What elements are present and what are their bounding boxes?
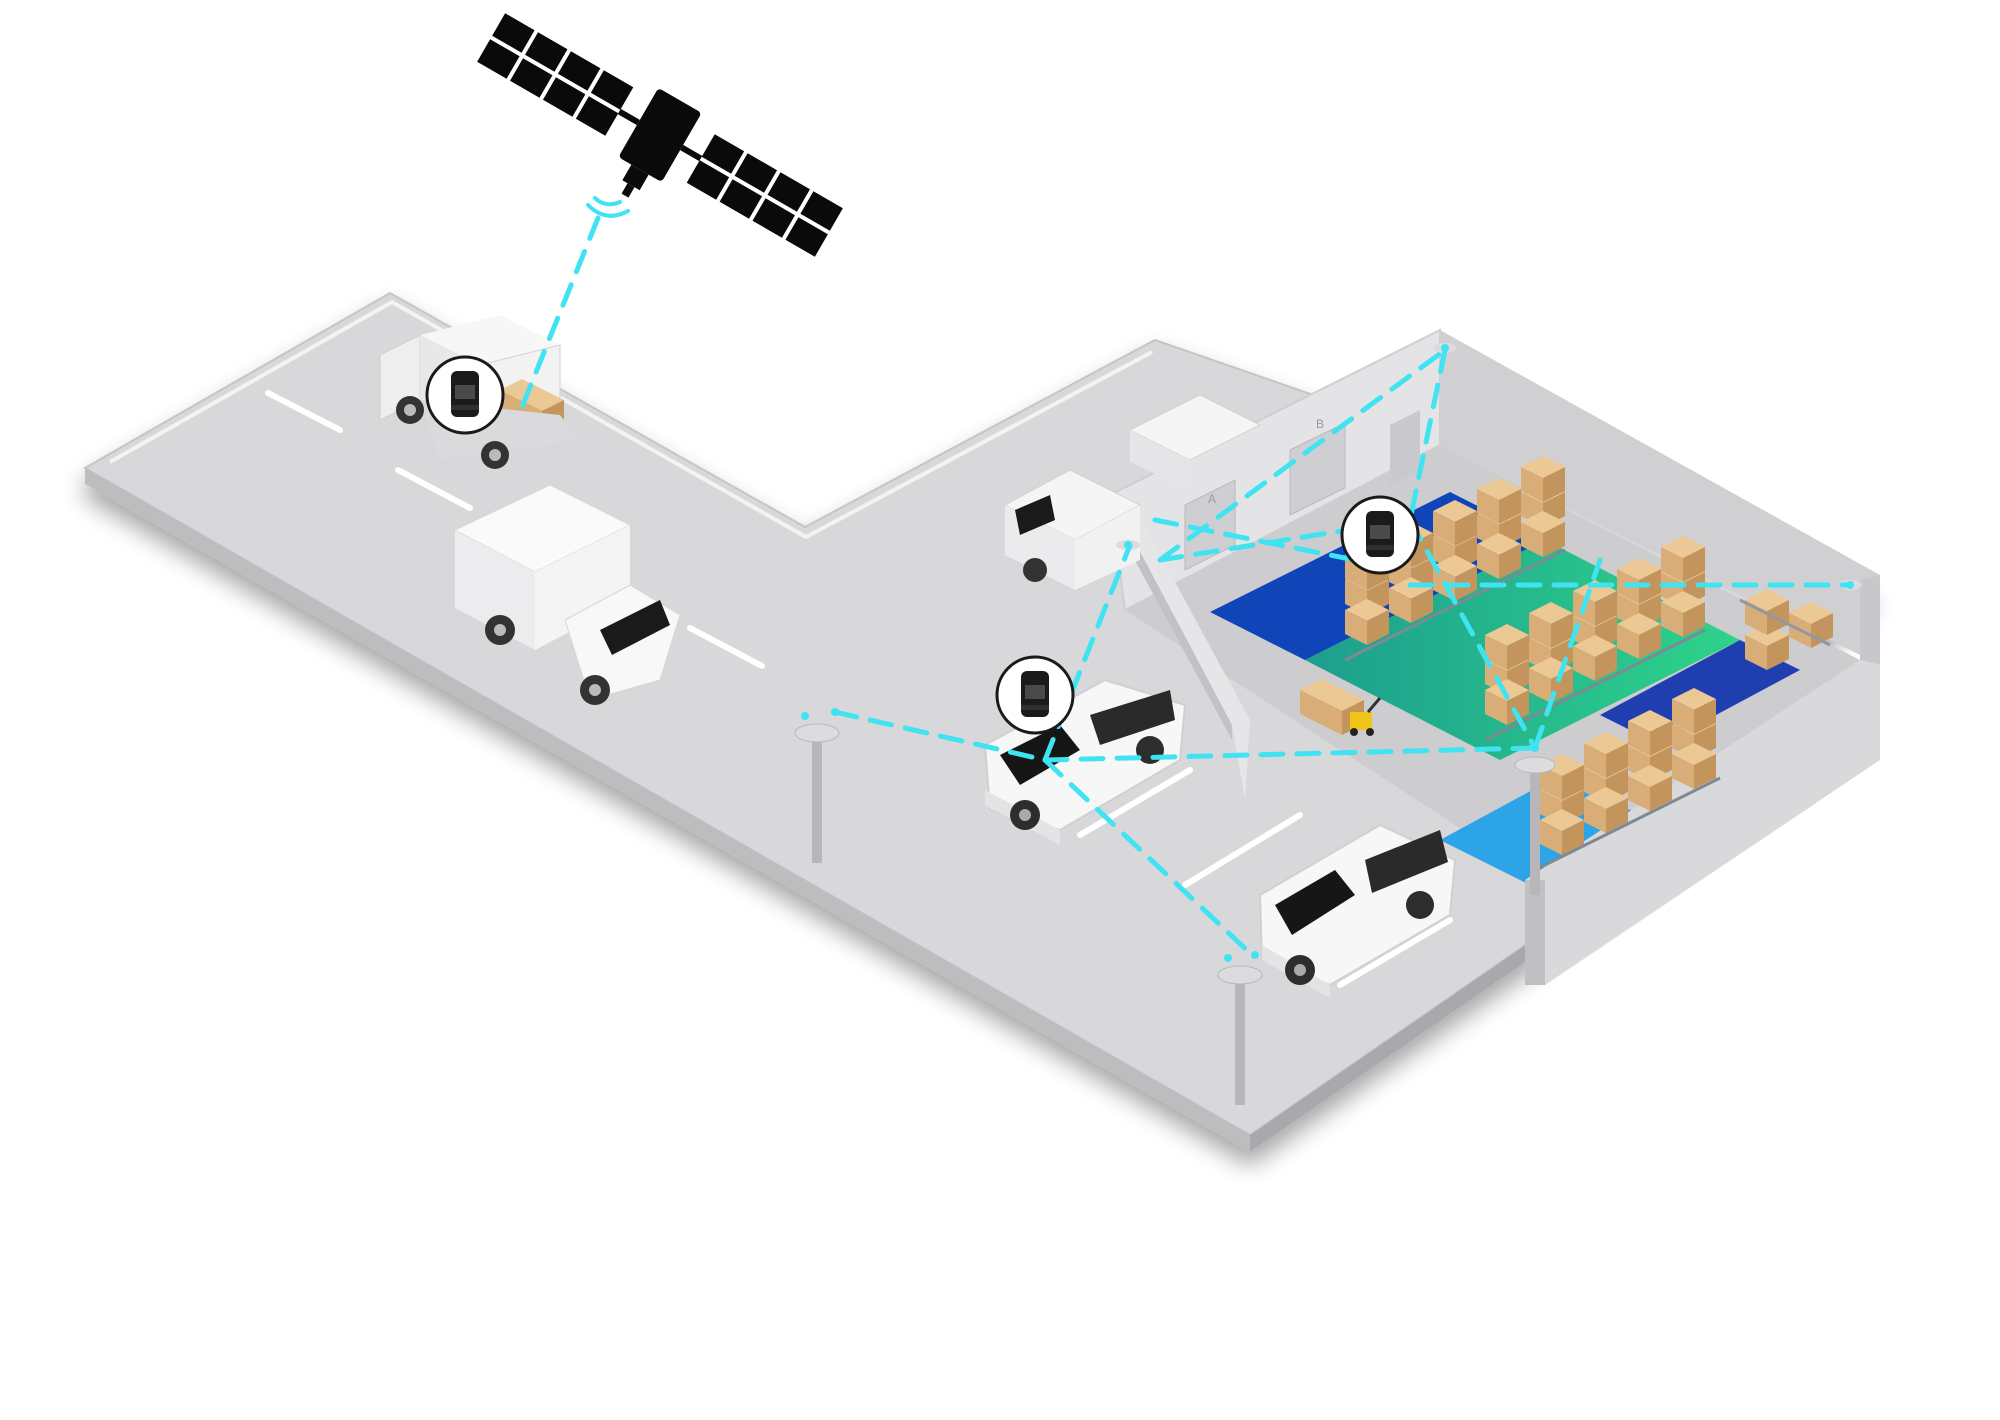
- loading-door-a: A: [1184, 479, 1236, 571]
- van-front: [1258, 823, 1457, 998]
- van-center: [983, 678, 1187, 845]
- tracker-device-icon: [1340, 495, 1420, 575]
- forklift-icon: [1350, 697, 1382, 736]
- door-label-b: B: [1316, 417, 1324, 431]
- tracker-device-icon: [425, 355, 505, 435]
- satellite-signal-waves: [586, 196, 630, 218]
- lane-markings: [265, 390, 1453, 988]
- door-label-a: A: [1208, 492, 1216, 506]
- signal-links: [517, 215, 1853, 958]
- open-box-truck: [379, 315, 580, 469]
- anchor-pole-icon: [1217, 951, 1263, 1105]
- loading-door-b: B: [1289, 417, 1346, 516]
- wall-shelf: [1739, 589, 1833, 670]
- van-back-2: [1003, 469, 1142, 590]
- pallet-rack-back: [1344, 456, 1566, 662]
- satellite-icon: [477, 13, 843, 257]
- box-truck: [453, 484, 681, 705]
- tracker-device-icon: [995, 655, 1075, 735]
- van-back-1: [1128, 394, 1262, 490]
- pallet-rack-front: [1534, 688, 1721, 872]
